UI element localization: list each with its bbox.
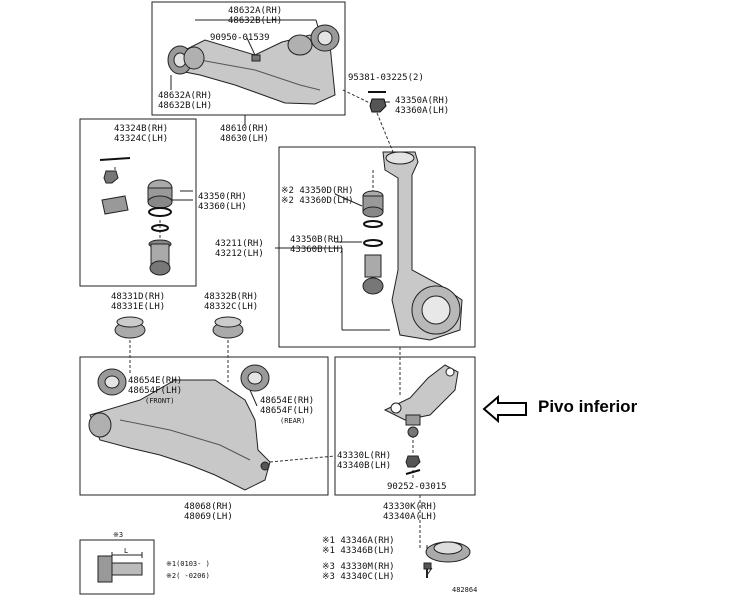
label-upper-ball-joint-lh: 43360(LH)	[198, 202, 247, 212]
annotation-arrow-icon	[482, 394, 527, 424]
label-lower-nut-rh: 43330L(RH)	[337, 451, 391, 461]
label-upper-kit-rh: 43324B(RH)	[114, 124, 168, 134]
label-lower-arm-rh: 48068(RH)	[184, 502, 233, 512]
lower-arm-illustration	[88, 364, 271, 491]
label-bolt-lh: ※3 43340C(LH)	[322, 572, 395, 582]
upper-arm-illustration	[167, 24, 340, 105]
label-cotter-pin-upper: 95381-03225(2)	[348, 73, 424, 83]
label-lower-bushing-front-lh: 48654F(LH)	[128, 386, 182, 396]
label-upper-arm-rh: 48610(RH)	[220, 124, 269, 134]
label-upper-bushing-b-lh: 48632B(LH)	[158, 101, 212, 111]
label-upper-arm-lh: 48630(LH)	[220, 134, 269, 144]
label-lower-bushing-front-rh: 48654E(RH)	[128, 376, 182, 386]
upper-ball-joint-frame	[79, 118, 197, 287]
lower-ball-joint-illustration	[383, 364, 459, 475]
label-knuckle-boot-rh: ※2 43350D(RH)	[281, 186, 354, 196]
annotation-label: Pivo inferior	[538, 397, 638, 416]
label-note1: ※1(0103- )	[166, 560, 210, 568]
bolt-illustration	[423, 562, 432, 578]
knuckle-illustration	[362, 151, 463, 341]
lower-ball-joint-frame	[334, 356, 476, 496]
label-upper-bushing-a-rh: 48632A(RH)	[228, 6, 282, 16]
upper-ball-joint-illustration	[99, 157, 173, 276]
label-knuckle-boot-lh: ※2 43360D(LH)	[281, 196, 354, 206]
label-lower-nut-lh: 43340B(LH)	[337, 461, 391, 471]
upper-arm-frame	[151, 1, 346, 116]
label-upper-nut-rh: 43350A(RH)	[395, 96, 449, 106]
bolt-detail-illustration	[97, 552, 143, 583]
label-lower-arm-lh: 48069(LH)	[184, 512, 233, 522]
label-dust-cover-lh: ※1 43346B(LH)	[322, 546, 395, 556]
label-bolt-rh: ※3 43330M(RH)	[322, 562, 395, 572]
label-knuckle-lh: 43212(LH)	[215, 249, 264, 259]
label-knuckle-ring-rh: 43350B(RH)	[290, 235, 344, 245]
bump-stopper-a	[114, 316, 146, 339]
label-dust-cover-rh: ※1 43346A(RH)	[322, 536, 395, 546]
knuckle-frame	[278, 146, 476, 348]
label-upper-kit-lh: 43324C(LH)	[114, 134, 168, 144]
dashed-leaders	[114, 89, 421, 548]
label-lower-ball-joint-rh: 43330K(RH)	[383, 502, 437, 512]
lower-arm-frame	[79, 356, 329, 496]
label-lower-bump-b-lh: 48332C(LH)	[204, 302, 258, 312]
bolt-detail-frame	[79, 539, 155, 595]
label-upper-bushing-b-rh: 48632A(RH)	[158, 91, 212, 101]
label-knuckle-rh: 43211(RH)	[215, 239, 264, 249]
label-note2: ※2( -0206)	[166, 572, 210, 580]
label-dim-l: L	[124, 547, 128, 555]
upper-nut-illustration	[369, 98, 387, 113]
label-lower-bump-b-rh: 48332B(RH)	[204, 292, 258, 302]
dust-cover-illustration	[425, 541, 471, 563]
label-knuckle-ring-lh: 43360B(LH)	[290, 245, 344, 255]
label-upper-bushing-a-lh: 48632B(LH)	[228, 16, 282, 26]
label-lower-ball-joint-lh: 43340A(LH)	[383, 512, 437, 522]
label-lower-bushing-rear-rh: 48654E(RH)	[260, 396, 314, 406]
label-mark3: ※3	[113, 531, 123, 539]
label-figure-id: 482864	[452, 586, 477, 594]
label-rear-note: (REAR)	[280, 417, 305, 425]
label-lower-bushing-rear-lh: 48654F(LH)	[260, 406, 314, 416]
label-lower-bump-a-lh: 48331E(LH)	[111, 302, 165, 312]
label-lower-bump-a-rh: 48331D(RH)	[111, 292, 165, 302]
label-upper-nut-lh: 43360A(LH)	[395, 106, 449, 116]
label-upper-ball-joint-rh: 43350(RH)	[198, 192, 247, 202]
label-grease-fitting: 90950-01539	[210, 33, 270, 43]
label-front-note: (FRONT)	[145, 397, 175, 405]
bump-stopper-b	[212, 316, 244, 339]
label-cotter-pin-lower: 90252-03015	[387, 482, 447, 492]
